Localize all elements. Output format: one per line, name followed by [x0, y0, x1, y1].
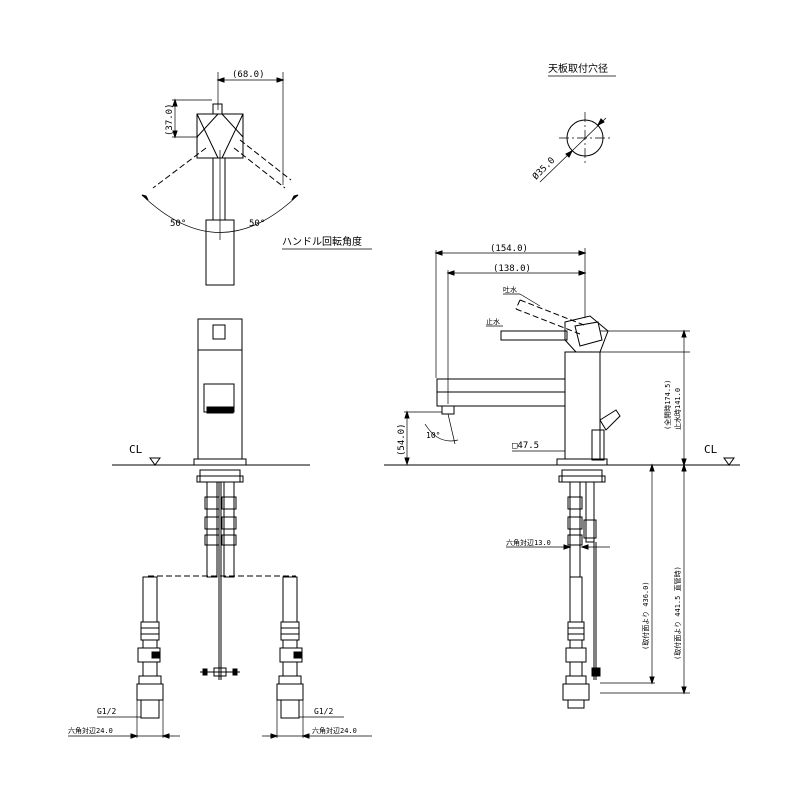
- dim-pipe-length-straight: (取付面より 441.5 直管時): [673, 566, 682, 660]
- label-cl-right: CL: [704, 443, 718, 456]
- dim-spout-angle: 10°: [426, 431, 440, 440]
- label-handle-rotation: ハンドル回転角度: [282, 235, 362, 248]
- label-thread-left: G1/2: [97, 707, 116, 716]
- dim-top-width: (68.0): [232, 70, 265, 80]
- dim-reach-total: (154.0): [490, 244, 528, 254]
- side-view: (154.0) (138.0) 吐水 止水 (54.0): [384, 244, 740, 709]
- label-spout-open: 吐水: [503, 285, 517, 294]
- dim-reach-spout: (138.0): [493, 264, 531, 274]
- dim-top-height: (37.0): [165, 103, 175, 136]
- mounting-hole-view: 天板取付穴径 Ø35.0: [530, 62, 616, 183]
- label-hex-mid: 六角対辺13.0: [506, 538, 551, 547]
- label-hex-right: 六角対辺24.0: [312, 726, 357, 735]
- angle-right: 50°: [249, 219, 265, 229]
- top-view: (68.0) (37.0) 50° 50° ハンドル回転角度: [141, 70, 372, 286]
- label-cl-left: CL: [129, 443, 143, 456]
- dim-height-full-open: (全開時174.5): [663, 379, 672, 430]
- dim-spout-height: (54.0): [397, 423, 407, 456]
- label-spout-stop: 止水: [486, 317, 500, 326]
- label-thread-right: G1/2: [314, 707, 333, 716]
- angle-left: 50°: [170, 219, 186, 229]
- label-hex-left: 六角対辺24.0: [68, 726, 113, 735]
- label-mounting-hole: 天板取付穴径: [548, 62, 608, 75]
- front-view: CL: [68, 318, 372, 739]
- dim-height-stop: 止水時141.0: [673, 388, 682, 430]
- dim-pipe-length: (取付面より 436.0): [641, 581, 650, 650]
- dim-body-square: □47.5: [512, 441, 539, 451]
